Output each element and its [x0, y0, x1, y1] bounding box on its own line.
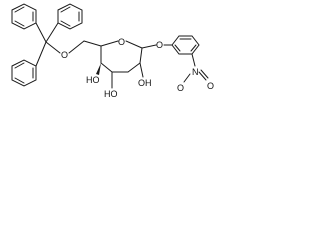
- nitro-oxygen-left-label: O: [177, 83, 184, 93]
- aromatic-bond: [14, 77, 25, 84]
- aromatic-bond: [190, 44, 197, 52]
- n-o-double-bond: [200, 69, 209, 79]
- ring-bond: [100, 62, 113, 73]
- nitrophenyl-ring: [171, 35, 200, 55]
- ring-oxygen-label: O: [118, 37, 125, 47]
- ether-ch2-bond: [68, 40, 85, 54]
- trityl-ether-bond: [45, 41, 61, 54]
- phenyl-ring-nitro: [171, 35, 200, 55]
- phenyl-ring-lower: [11, 59, 37, 87]
- hydroxyl-c4-label: HO: [86, 75, 100, 85]
- glucopyranose-ring: [100, 40, 143, 73]
- trityl-group: [11, 3, 83, 87]
- ring-bond: [100, 40, 119, 47]
- n-o-bond: [198, 71, 207, 81]
- hydroxyl-c3-label: HO: [104, 89, 118, 99]
- c-n-bond: [191, 53, 196, 67]
- trityl-bond: [35, 41, 47, 67]
- ether-oxygen-label: O: [61, 50, 68, 60]
- aromatic-bond: [174, 44, 181, 52]
- ring-bond: [127, 62, 141, 73]
- glycosidic-oxygen-label: O: [156, 40, 163, 50]
- hydroxyl-c2-label: OH: [138, 78, 152, 88]
- aromatic-bond: [60, 6, 71, 13]
- chemical-structure: O O O N O O HO HO OH: [11, 3, 214, 99]
- glycosidic-bond: [141, 44, 157, 49]
- phenyl-ring-upper-right: [57, 3, 83, 30]
- wedge-bond: [96, 63, 101, 75]
- trityl-bond: [45, 22, 59, 43]
- aromatic-bond: [60, 20, 71, 27]
- phenyl-ring-upper-left: [11, 3, 37, 30]
- aromatic-bond: [14, 62, 25, 69]
- ch2-c5-bond: [83, 40, 102, 47]
- nitro-nitrogen-label: N: [192, 67, 199, 77]
- trityl-bond: [35, 22, 47, 43]
- aromatic-bond: [14, 6, 25, 13]
- nitro-oxygen-right-label: O: [207, 81, 214, 91]
- c2-oh-bond: [139, 62, 144, 78]
- n-o-bond: [183, 73, 191, 83]
- aromatic-bond: [14, 20, 25, 27]
- ring-bond: [139, 47, 143, 64]
- ring-bond: [125, 40, 143, 49]
